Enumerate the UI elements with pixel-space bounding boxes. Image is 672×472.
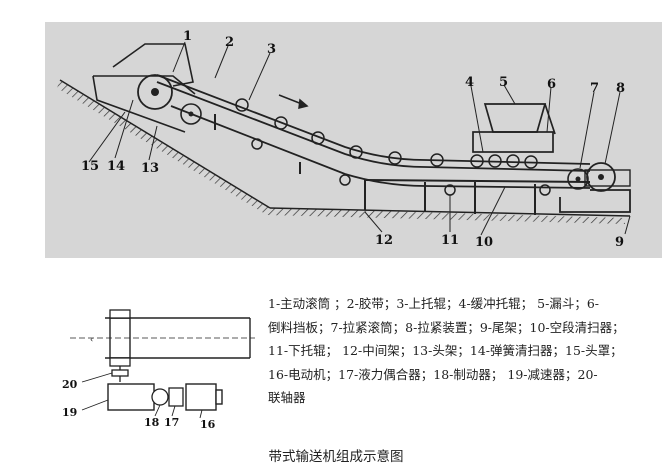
drive-frame [70,317,255,359]
drive-callout-19: 19 [62,406,77,419]
callout-11: 11 [441,233,459,248]
brake [151,388,169,406]
callout-12: 12 [375,233,393,248]
drive-callout-17: 17 [164,416,179,429]
callout-8: 8 [616,81,625,96]
legend-line: 倒料挡板；7-拉紧滚筒；8-拉紧装置；9-尾架；10-空段清扫器； [268,319,625,335]
component-legend: 1-主动滚筒 ；2-胶带；3-上托辊；4-缓冲托辊； 5-漏斗；6- 倒料挡板；… [268,292,638,410]
belt [156,74,591,189]
callout-7: 7 [590,81,599,96]
callout-2: 2 [225,35,234,50]
take-up-device [584,162,631,192]
return-idlers [251,138,551,196]
drive-diagram: ‹ 20 19 18 17 16 [60,300,260,431]
callout-14: 14 [107,159,125,174]
leader-lines [88,41,631,236]
svg-text:‹: ‹ [90,335,93,344]
callout-13: 13 [141,161,159,176]
carrying-idlers [235,98,538,169]
head-pulley [137,74,173,110]
hopper [472,103,556,153]
direction-arrow [278,94,309,109]
conveyor-diagram: 1 2 3 4 5 6 7 8 9 10 11 12 13 14 15 [45,22,662,258]
callout-15: 15 [81,159,99,174]
callout-9: 9 [615,235,624,250]
legend-line: 1-主动滚筒 ；2-胶带；3-上托辊；4-缓冲托辊； 5-漏斗；6- [268,296,600,311]
callout-5: 5 [499,75,508,90]
legend-line: 联轴器 [268,390,306,405]
drive-callout-16: 16 [200,418,216,430]
drive-callout-20: 20 [62,378,78,391]
tail-frame [559,189,631,213]
intermediate-frame [214,114,591,215]
callout-3: 3 [267,42,276,57]
head-hood [92,43,196,133]
callout-10: 10 [475,235,493,250]
drive-callout-18: 18 [144,416,160,429]
shaft-end-label-area: ‹ [90,335,93,344]
drive-shaft [111,366,129,382]
legend-line: 11-下托辊； 12-中间架；13-头架；14-弹簧清扫器；15-头罩； [268,343,623,358]
drive-leaders [81,372,203,419]
figure-caption: 带式输送机组成示意图 [268,449,404,465]
callout-1: 1 [183,29,192,44]
fluid-coupling [168,387,184,407]
motor [185,383,223,411]
callout-6: 6 [547,77,556,92]
legend-line: 16-电动机；17-液力偶合器；18-制动器； 19-减速器；20- [268,366,598,382]
callout-4: 4 [465,75,474,90]
reducer [107,383,155,411]
